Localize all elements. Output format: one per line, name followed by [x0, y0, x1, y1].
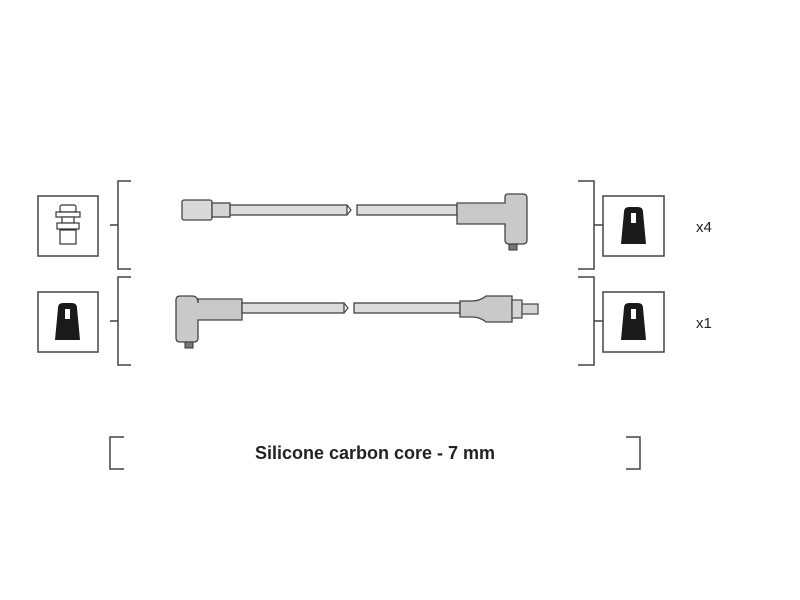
row2-left-terminal-icon — [37, 291, 99, 353]
caption-left-bracket — [109, 436, 124, 470]
row1-cable — [181, 193, 528, 251]
row1-quantity: x4 — [696, 219, 712, 236]
row2-left-bracket — [110, 276, 131, 366]
row2-quantity: x1 — [696, 315, 712, 332]
row1-right-terminal-icon — [602, 195, 665, 257]
caption-text: Silicone carbon core - 7 mm — [255, 443, 495, 463]
row2-right-terminal-icon — [602, 291, 665, 353]
caption-right-bracket — [626, 436, 641, 470]
row1-left-bracket — [110, 180, 131, 270]
row1-left-terminal-icon — [37, 195, 99, 257]
row2-cable — [175, 295, 539, 349]
row1-right-bracket — [578, 180, 603, 270]
row2-right-bracket — [578, 276, 603, 366]
